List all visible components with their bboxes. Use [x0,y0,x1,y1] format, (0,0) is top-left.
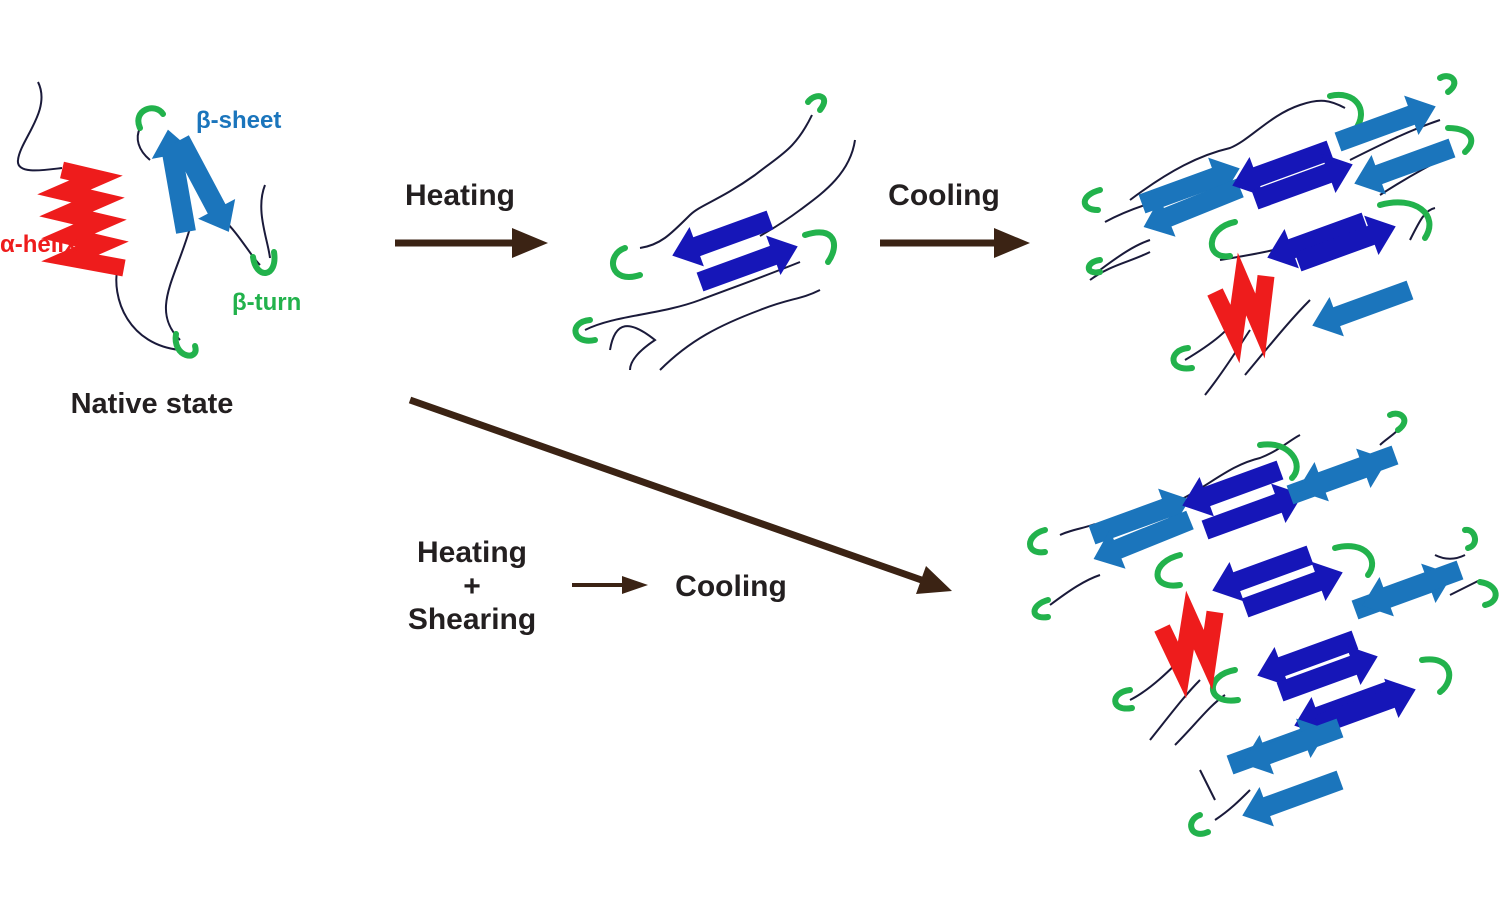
heating-label-bottom: Heating [417,536,527,569]
shearing-label: Shearing [408,603,536,636]
top-aggregate-helix [1207,252,1275,364]
heating-arrow [395,228,548,258]
native-state-label: Native state [71,388,234,420]
beta-turn-label: β-turn [232,289,301,316]
diagonal-arrow [408,396,952,594]
alpha-helix-label: α-helix [0,231,78,258]
cooling-arrow-top [880,228,1030,258]
aggregate-bottom-structure [1027,410,1499,837]
native-helix [37,161,129,277]
cooling-label-bottom: Cooling [675,570,787,603]
bottom-aggregate-helix [1154,590,1224,699]
process-arrows [395,228,1030,594]
cooling-arrow-bottom [572,576,648,594]
beta-sheet-label: β-sheet [196,107,281,134]
aggregate-top-structure [1081,73,1475,396]
native-state-structure [17,81,278,359]
heating-label: Heating [405,179,515,212]
plus-label: + [463,570,481,603]
heated-intermediate-structure [572,93,856,371]
cooling-label-top: Cooling [888,179,1000,212]
